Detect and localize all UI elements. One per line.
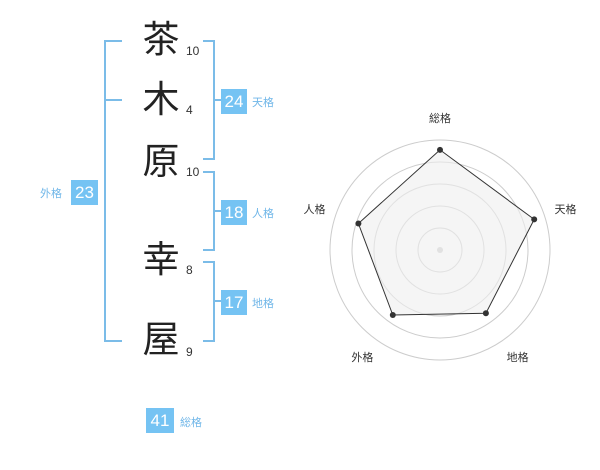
jinkaku-label: 人格 (252, 207, 274, 220)
radar-ring (329, 139, 551, 361)
soukaku-label: 総格 (180, 416, 202, 429)
radar-point (531, 216, 538, 223)
tenkaku-tick (213, 99, 221, 101)
stroke-count-1: 10 (186, 44, 200, 58)
radar-axis-label: 地格 (507, 350, 529, 364)
name-char-3: 原 (142, 140, 180, 183)
gaikaku-label: 外格 (40, 187, 62, 200)
radar-point (389, 312, 396, 318)
radar-point (355, 220, 362, 227)
radar-axis-label: 人格 (304, 202, 326, 216)
radar-point (482, 310, 489, 317)
chikaku-value: 17 (221, 290, 247, 315)
radar-axis-label: 天格 (555, 202, 577, 216)
radar-shape (357, 149, 535, 316)
tenkaku-value: 24 (221, 89, 247, 114)
bracket-tick (104, 99, 122, 101)
stroke-count-2: 4 (186, 103, 193, 117)
jinkaku-tick (213, 210, 221, 212)
tenkaku-label: 天格 (252, 96, 274, 109)
gaikaku-value: 23 (71, 180, 98, 205)
radar-axis-label: 総格 (429, 111, 451, 125)
name-char-5: 屋 (142, 318, 180, 361)
stroke-count-4: 8 (186, 263, 193, 277)
jinkaku-value: 18 (221, 200, 247, 225)
name-char-1: 茶 (142, 18, 180, 61)
chikaku-label: 地格 (252, 297, 274, 310)
name-char-4: 幸 (142, 238, 180, 281)
radar-axis-label: 外格 (351, 350, 373, 364)
name-char-2: 木 (142, 78, 180, 121)
radar-point (437, 146, 443, 153)
gaikaku-bracket (104, 40, 122, 342)
chikaku-tick (213, 300, 221, 302)
soukaku-value: 41 (146, 408, 174, 433)
stroke-count-5: 9 (186, 345, 193, 359)
stroke-count-3: 10 (186, 165, 200, 179)
